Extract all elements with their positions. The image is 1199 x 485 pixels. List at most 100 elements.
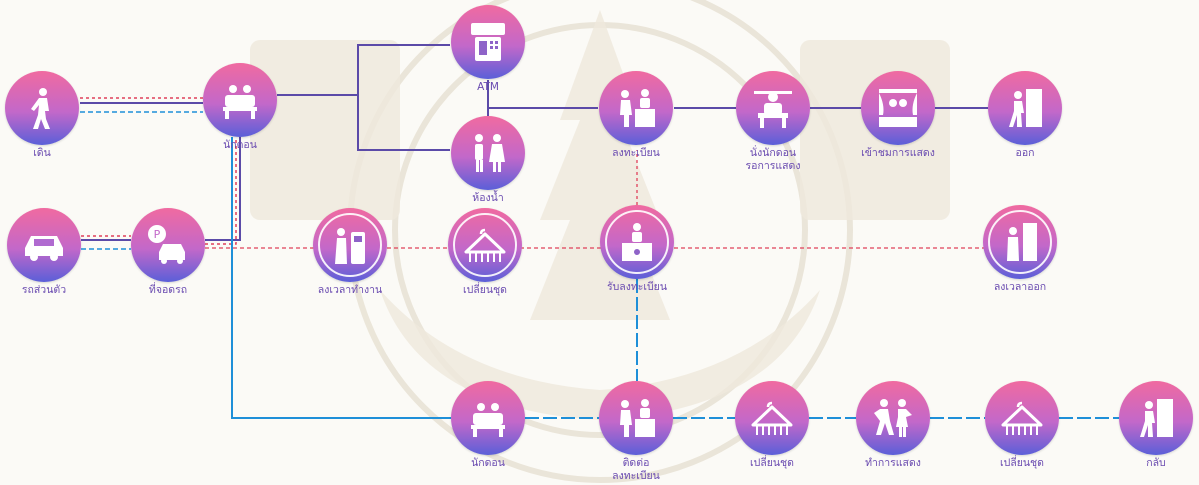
- node-label: เปลี่ยนชุด: [750, 457, 794, 470]
- node-label: เข้าชมการแสดง: [861, 147, 935, 160]
- node-label-line: ลงเวลาออก: [993, 281, 1047, 293]
- node-label: นั่งนักดอนรอการแสดง: [746, 147, 801, 173]
- node-label-line: ATM: [477, 81, 499, 93]
- clock-out-door-icon: [1007, 223, 1037, 261]
- node-label-line: ห้องน้ำ: [472, 192, 504, 204]
- node-label-line: เปลี่ยนชุด: [1000, 457, 1044, 469]
- node-disc: [599, 381, 673, 455]
- edge-seat-toilet: [357, 95, 450, 151]
- hanger-icon: [751, 401, 793, 435]
- registration-desk-icon: [620, 399, 655, 437]
- seated-audience-icon: [471, 403, 505, 437]
- node-label-line: นั่งนักดอน: [749, 147, 797, 159]
- node-label-line: รับลงทะเบียน: [606, 281, 668, 293]
- node-label: นักดอน: [471, 457, 505, 470]
- node-disc: [988, 71, 1062, 145]
- node-atm: [451, 5, 525, 79]
- node-disc: [735, 381, 809, 455]
- node-label: ออก: [1016, 147, 1035, 160]
- node-clock-in: [313, 208, 387, 282]
- node-label: เปลี่ยนชุด: [1000, 457, 1044, 470]
- edge-parking-seat: [205, 137, 241, 241]
- node-receive-reg: [600, 205, 674, 279]
- node-label: ลงเวลาทำงาน: [318, 284, 382, 297]
- node-contact-reg: [599, 381, 673, 455]
- node-label-line: ติดต่อ: [622, 457, 650, 469]
- node-change2: [735, 381, 809, 455]
- svg-text:P: P: [154, 228, 161, 241]
- node-label-line: เปลี่ยนชุด: [750, 457, 794, 469]
- node-return: [1119, 381, 1193, 455]
- edge-atm-register: [487, 80, 598, 109]
- node-label: เดิน: [33, 147, 51, 160]
- node-label-line: เดิน: [33, 147, 51, 159]
- node-enter-show: [861, 71, 935, 145]
- edge-performer-seat2: [231, 137, 451, 419]
- walking-person-icon: [31, 88, 50, 129]
- node-label: กลับ: [1146, 457, 1165, 470]
- exit-door-icon: [1009, 89, 1042, 127]
- node-walk: [5, 71, 79, 145]
- node-label: รับลงทะเบียน: [607, 281, 667, 294]
- node-car: [7, 208, 81, 282]
- node-label-line: ลงเวลาทำงาน: [317, 284, 383, 296]
- node-disc: [451, 116, 525, 190]
- theater-stage-icon: [879, 89, 917, 127]
- car-icon: [25, 236, 63, 261]
- node-label-line: นักดอน: [471, 457, 505, 469]
- node-exit: [988, 71, 1062, 145]
- node-label: นักดอน: [223, 139, 257, 152]
- seated-audience-icon: [223, 85, 257, 119]
- node-label: ลงเวลาออก: [994, 281, 1046, 294]
- node-seat: [203, 63, 277, 137]
- node-disc: [448, 208, 522, 282]
- node-label-line: เข้าชมการแสดง: [861, 147, 935, 159]
- node-label: รถส่วนตัว: [22, 284, 66, 297]
- node-disc: [985, 381, 1059, 455]
- node-label: ที่จอดรถ: [149, 284, 187, 297]
- node-label-line: ลงทะเบียน: [612, 147, 660, 159]
- edge-parking-seat-red: [205, 137, 237, 245]
- waiting-audience-icon: [754, 91, 792, 128]
- node-label-line: ออก: [1015, 147, 1035, 159]
- node-disc: [983, 205, 1057, 279]
- hanger-icon: [1001, 401, 1043, 435]
- dancers-icon: [874, 399, 912, 437]
- parking-icon: P: [148, 225, 185, 264]
- node-disc: [861, 71, 935, 145]
- node-change1: [448, 208, 522, 282]
- node-label: ATM: [477, 81, 499, 94]
- node-disc: [599, 71, 673, 145]
- node-perform: [856, 381, 930, 455]
- node-register: [599, 71, 673, 145]
- restroom-icon: [475, 134, 505, 172]
- hanger-icon: [464, 228, 506, 262]
- exit-door-icon: [1140, 399, 1173, 437]
- node-label-line: นักดอน: [223, 139, 257, 151]
- node-change3: [985, 381, 1059, 455]
- node-label-line: ที่จอดรถ: [148, 284, 188, 296]
- time-clock-icon: [335, 228, 365, 264]
- node-seat2: [451, 381, 525, 455]
- node-label-line: เปลี่ยนชุด: [463, 284, 507, 296]
- edge-seat-atm: [277, 44, 450, 96]
- node-disc: [856, 381, 930, 455]
- node-label-line: กลับ: [1146, 457, 1166, 469]
- node-toilet: [451, 116, 525, 190]
- node-parking: P: [131, 208, 205, 282]
- node-wait: [736, 71, 810, 145]
- node-label: เปลี่ยนชุด: [463, 284, 507, 297]
- atm-icon: [471, 23, 505, 61]
- registration-desk-icon: [620, 89, 655, 127]
- node-label: ห้องน้ำ: [472, 192, 503, 205]
- node-disc: [313, 208, 387, 282]
- node-label-line: ลงทะเบียน: [612, 470, 660, 482]
- node-clock-out: [983, 205, 1057, 279]
- node-disc: [1119, 381, 1193, 455]
- node-label-line: ทำการแสดง: [865, 457, 921, 469]
- node-label: ลงทะเบียน: [612, 147, 660, 160]
- node-label-line: รอการแสดง: [745, 160, 801, 172]
- node-label-line: รถส่วนตัว: [21, 284, 67, 296]
- reception-desk-icon: [622, 223, 652, 261]
- node-label: ติดต่อลงทะเบียน: [612, 457, 660, 483]
